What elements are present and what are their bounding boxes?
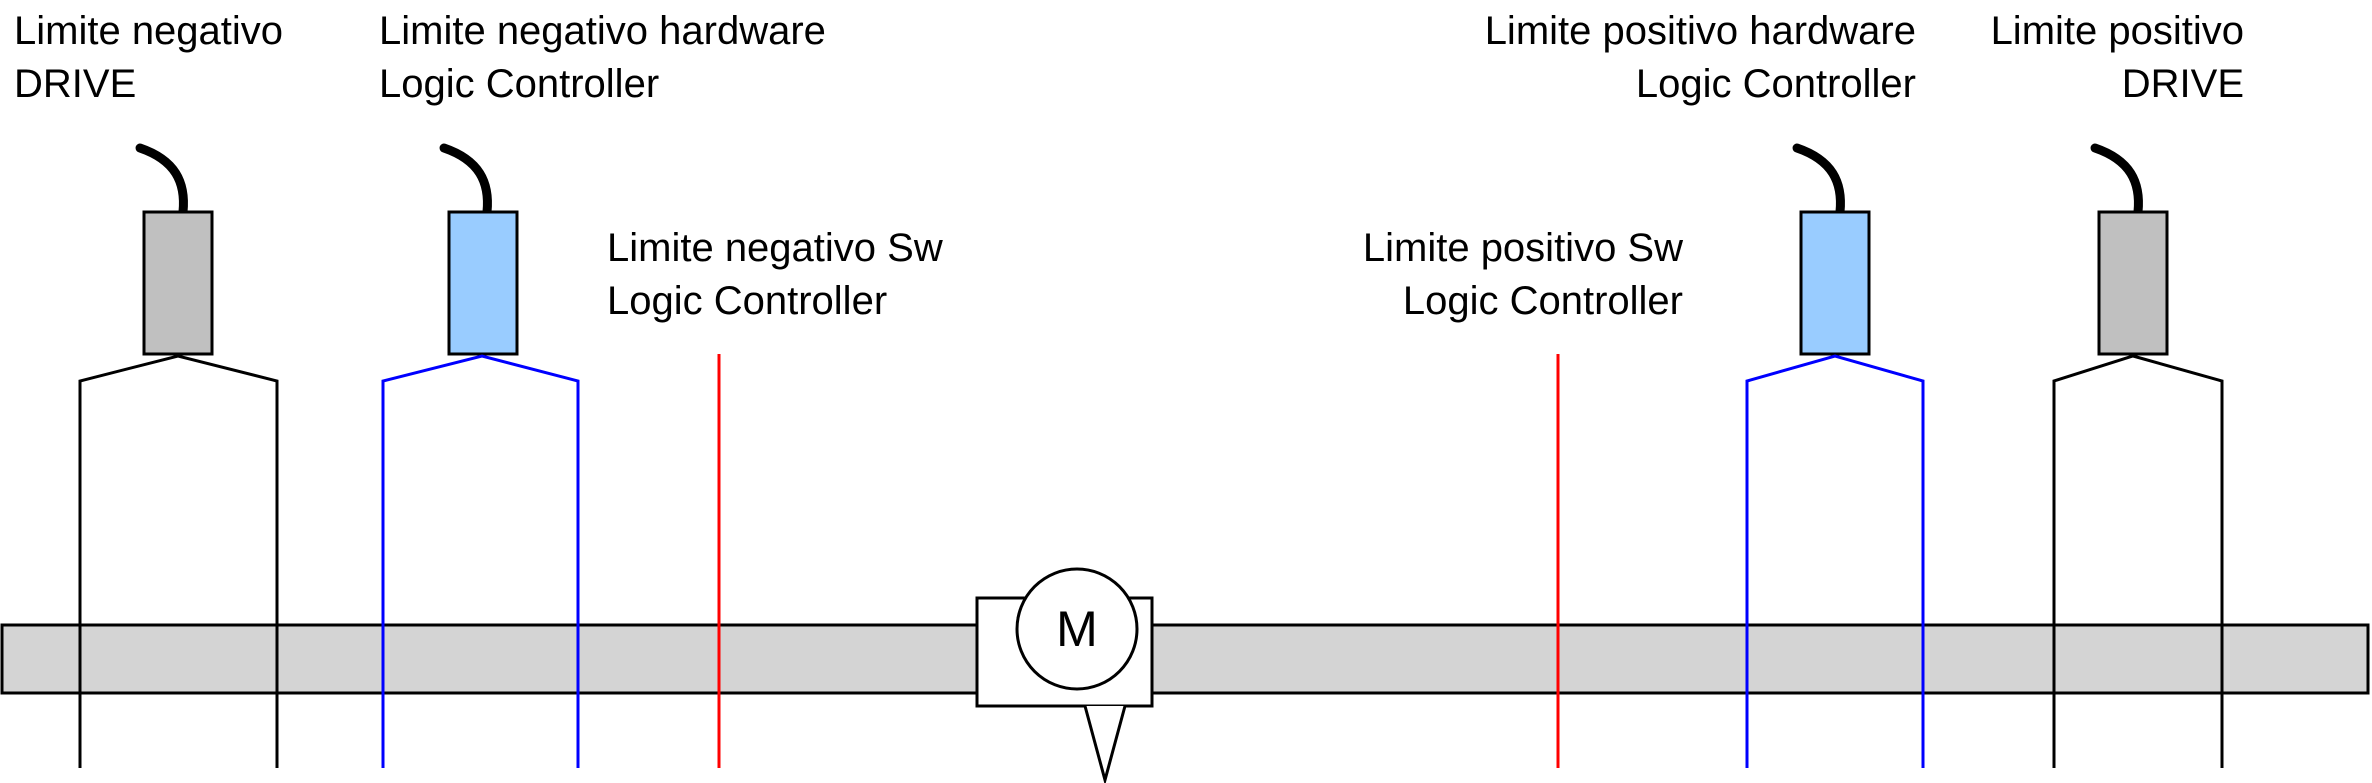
- pos-hw-label-line2: Logic Controller: [1636, 62, 1916, 106]
- pos-drive-label-line2: DRIVE: [2122, 62, 2244, 106]
- neg-drive-label-line1: Limite negativo: [14, 9, 283, 53]
- neg-hw-sensor-body: [447, 210, 519, 356]
- neg-hw-label-line1: Limite negativo hardware: [379, 9, 826, 53]
- rail: [0, 623, 2370, 695]
- motor-carriage: M: [975, 567, 1154, 783]
- neg-drive-limit-lines: [78, 354, 279, 768]
- motor-circle: [1015, 567, 1139, 691]
- pos-drive-sensor: [2052, 143, 2224, 768]
- neg-drive-sensor: [78, 143, 279, 768]
- pos-hw-cable: [1792, 143, 1845, 217]
- pos-drive-cable: [2090, 143, 2143, 217]
- pos-hw-label-line1: Limite positivo hardware: [1485, 9, 1916, 53]
- pos-drive-label-line1: Limite positivo: [1991, 9, 2244, 53]
- neg-drive-cable: [135, 143, 188, 217]
- neg-sw-label-line1: Limite negativo Sw: [607, 226, 943, 270]
- neg-sw-label-line2: Logic Controller: [607, 279, 887, 323]
- neg-hw-cable: [439, 143, 492, 217]
- pos-drive-limit-lines: [2052, 354, 2224, 768]
- pos-sw-label-line2: Logic Controller: [1403, 279, 1683, 323]
- pos-hw-sensor-body: [1799, 210, 1871, 356]
- pos-hw-sensor: [1745, 143, 1925, 768]
- neg-hw-limit-lines: [381, 354, 580, 768]
- pos-sw-label-line1: Limite positivo Sw: [1363, 226, 1683, 270]
- motor-pointer: [1083, 705, 1127, 783]
- motor-label: M: [1056, 601, 1098, 657]
- neg-hw-sensor: [381, 143, 580, 768]
- pos-drive-sensor-body: [2097, 210, 2169, 356]
- neg-hw-label-line2: Logic Controller: [379, 62, 659, 106]
- pos-hw-limit-lines: [1745, 354, 1925, 768]
- neg-drive-label-line2: DRIVE: [14, 62, 136, 106]
- neg-drive-sensor-body: [142, 210, 214, 356]
